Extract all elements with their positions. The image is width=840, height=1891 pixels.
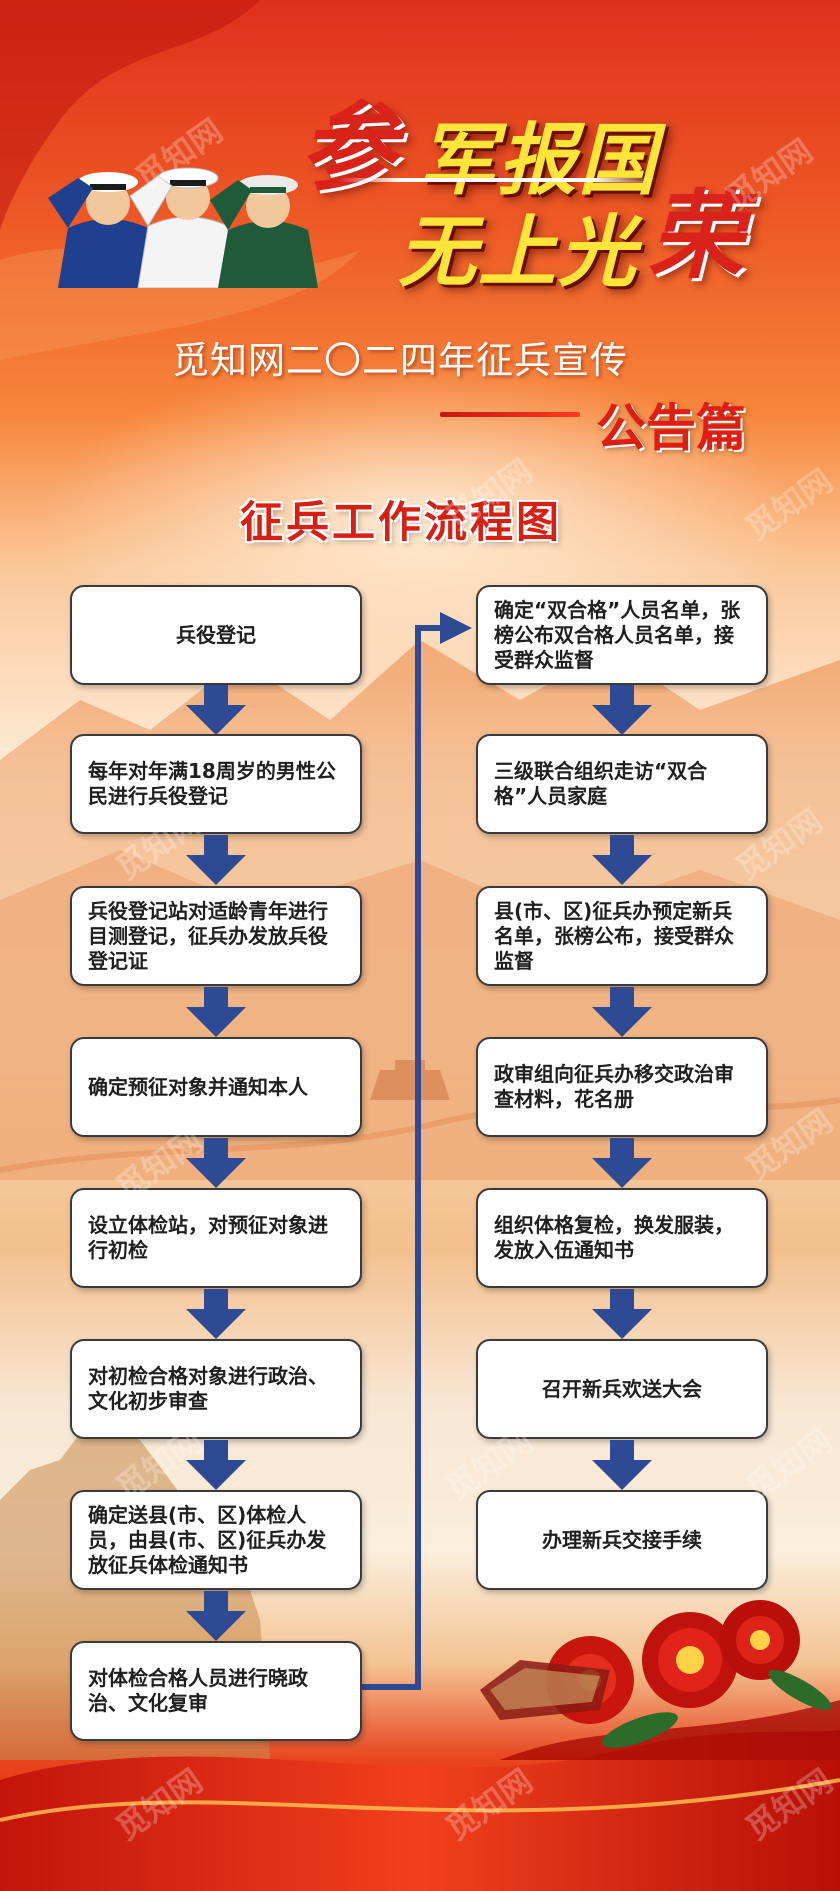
flow-step-left-6: 对初检合格对象进行政治、文化初步审查 [70,1339,362,1439]
title-big-char-left: 参 [300,91,396,204]
flow-step-right-4: 政审组向征兵办移交政治审查材料，花名册 [476,1037,768,1137]
title-divider [338,178,658,182]
down-arrow-icon [186,1440,246,1490]
flow-step-left-3: 兵役登记站对适龄青年进行目测登记，征兵办发放兵役登记证 [70,886,362,986]
subtitle-divider [440,412,580,417]
saluting-soldiers-illustration [48,167,318,288]
stadium-icon [480,1660,610,1720]
flow-step-left-5: 设立体检站，对预征对象进行初检 [70,1188,362,1288]
down-arrow-icon [592,1138,652,1188]
flow-step-right-5: 组织体格复检，换发服装，发放入伍通知书 [476,1188,768,1288]
down-arrow-icon [186,1591,246,1641]
section-title: 征兵工作流程图 [240,498,562,548]
flow-step-right-6: 召开新兵欢送大会 [476,1339,768,1439]
soldier-navy-white [129,167,239,288]
soldier-navy-blue [48,172,158,288]
down-arrow-icon [592,987,652,1037]
down-arrow-icon [592,835,652,885]
down-arrow-icon [186,835,246,885]
subtitle-tag: 公告篇 [596,399,746,457]
subtitle: 觅知网二〇二四年征兵宣传 [172,339,628,382]
flow-step-right-1: 确定“双合格”人员名单，张榜公布双合格人员名单，接受群众监督 [476,585,768,685]
title-big-char-right: 荣 [648,179,744,292]
down-arrow-icon [186,1138,246,1188]
flow-step-left-4: 确定预征对象并通知本人 [70,1037,362,1137]
title-line-1: 军报国 [418,115,659,206]
flag-swirl [0,0,260,230]
flow-step-right-2: 三级联合组织走访“双合格”人员家庭 [476,734,768,834]
flow-step-left-7: 确定送县(市、区)体检人员，由县(市、区)征兵办发放征兵体检通知书 [70,1490,362,1590]
down-arrow-icon [592,1440,652,1490]
flow-step-left-1: 兵役登记 [70,585,362,685]
flow-step-right-7: 办理新兵交接手续 [476,1490,768,1590]
down-arrow-icon [186,685,246,735]
down-arrow-icon [592,685,652,735]
title-line-2: 无上光 [398,207,639,298]
down-arrow-icon [592,1289,652,1339]
flow-step-right-3: 县(市、区)征兵办预定新兵名单，张榜公布，接受群众监督 [476,886,768,986]
down-arrow-icon [186,1289,246,1339]
flow-step-left-8: 对体检合格人员进行晓政治、文化复审 [70,1641,362,1741]
great-wall [370,1060,450,1100]
soldier-army-green [210,175,318,288]
flow-step-left-2: 每年对年满18周岁的男性公民进行兵役登记 [70,734,362,834]
down-arrow-icon [186,987,246,1037]
